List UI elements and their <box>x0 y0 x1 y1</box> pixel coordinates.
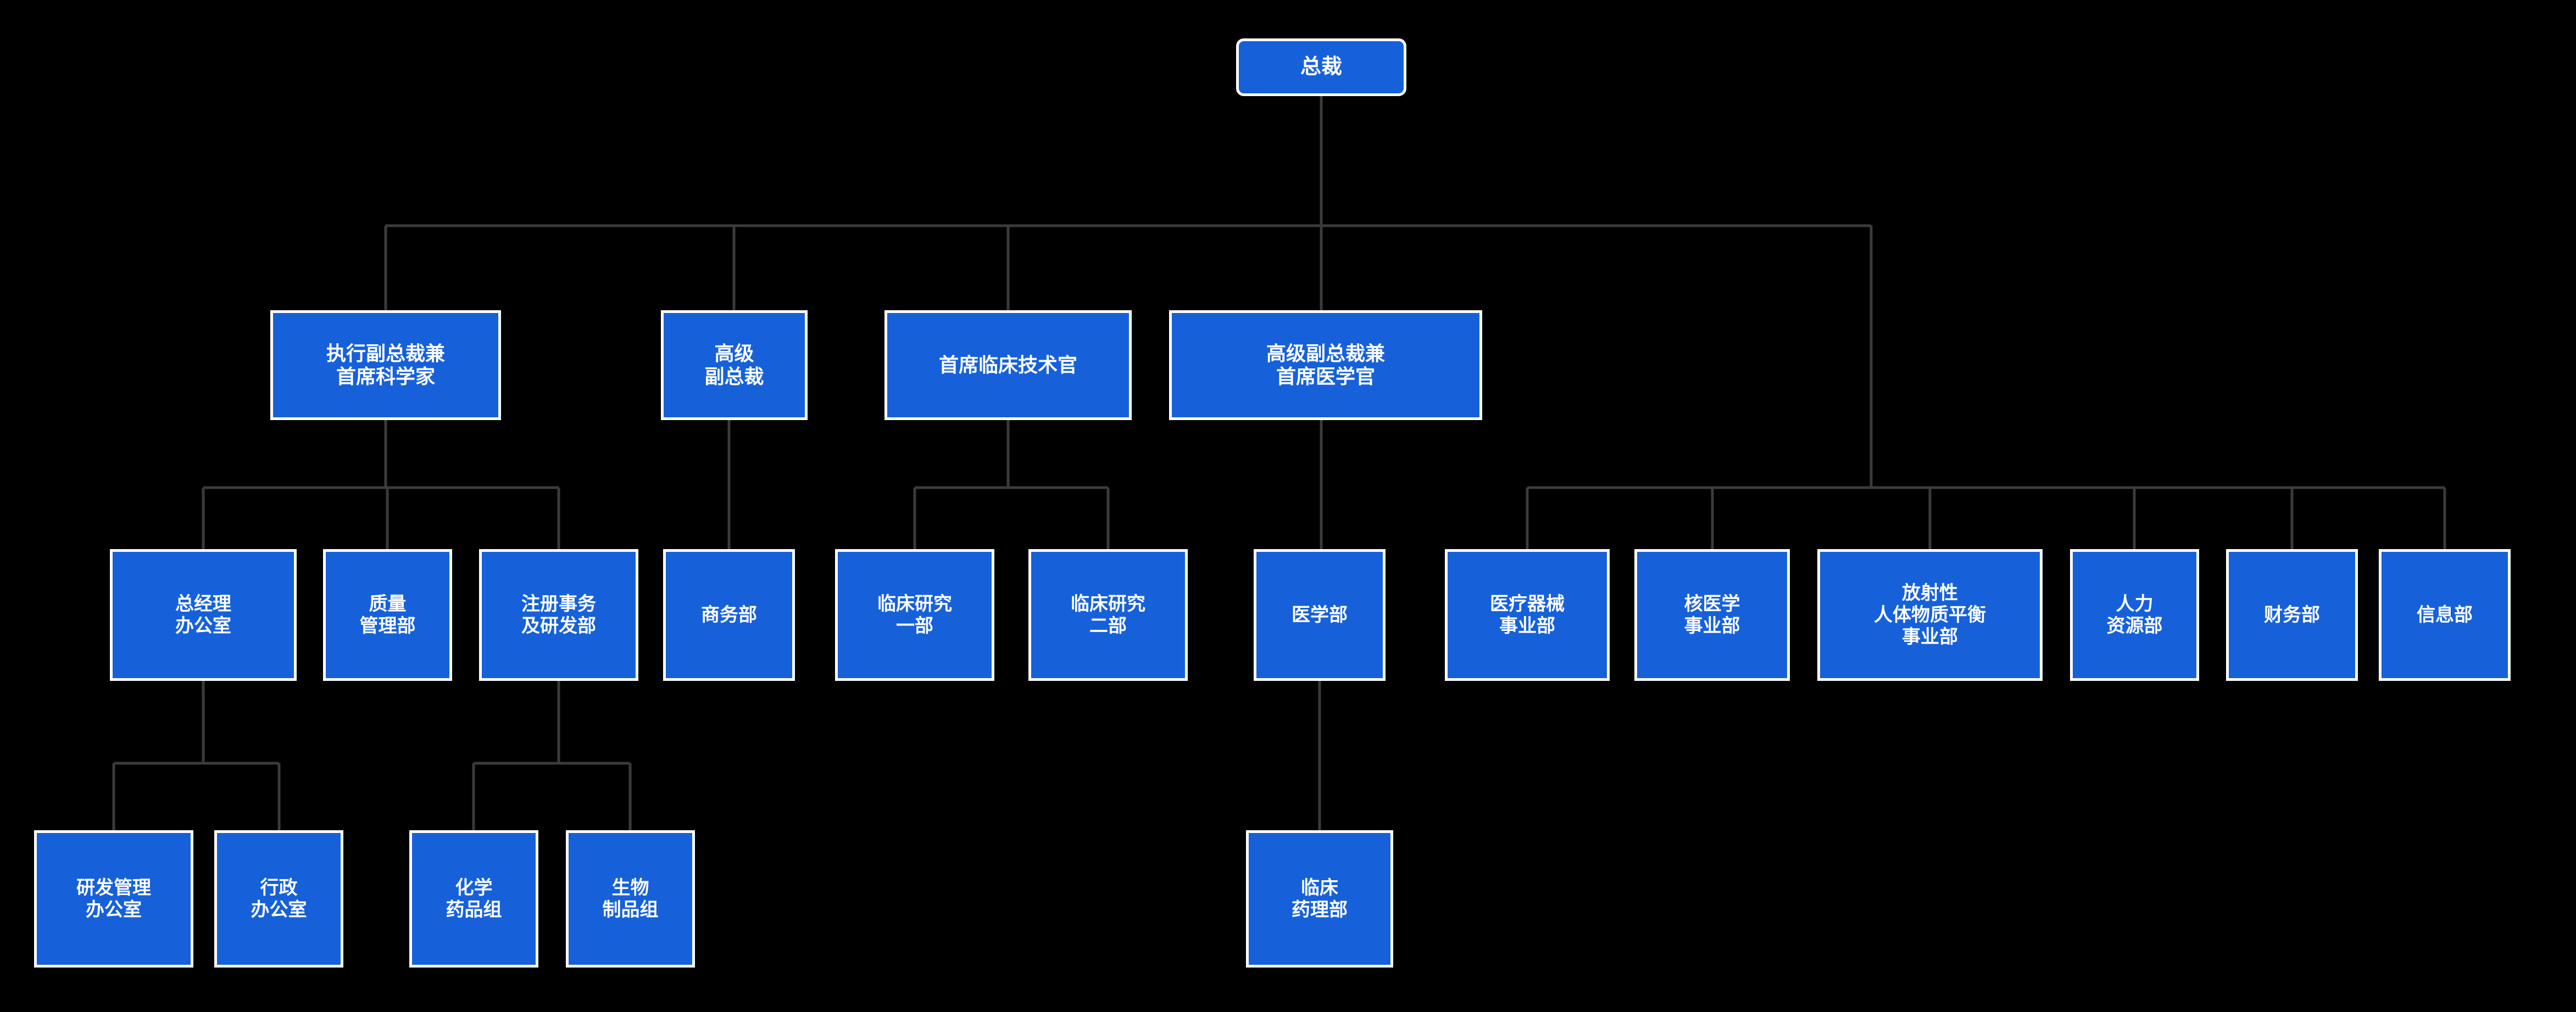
node-senior-vp[interactable]: 高级 副总裁 <box>661 310 808 420</box>
node-label: 人力 资源部 <box>2106 593 2163 636</box>
node-label: 财务部 <box>2264 604 2320 625</box>
node-label: 商务部 <box>701 604 757 625</box>
node-label: 执行副总裁兼 首席科学家 <box>326 342 445 388</box>
node-business-dept[interactable]: 商务部 <box>663 549 795 681</box>
node-label: 临床 药理部 <box>1292 877 1348 920</box>
node-nuclear-medicine-division[interactable]: 核医学 事业部 <box>1634 549 1790 681</box>
node-president[interactable]: 总裁 <box>1236 38 1406 96</box>
node-label: 首席临床技术官 <box>938 353 1077 376</box>
node-label: 研发管理 办公室 <box>76 877 151 920</box>
node-medical-device-division[interactable]: 医疗器械 事业部 <box>1445 549 1610 681</box>
node-label: 临床研究 二部 <box>1071 593 1145 636</box>
node-rd-management-office[interactable]: 研发管理 办公室 <box>34 830 193 968</box>
node-chemical-drug-group[interactable]: 化学 药品组 <box>409 830 538 968</box>
node-chief-clinical-technology-officer[interactable]: 首席临床技术官 <box>884 310 1132 420</box>
node-label: 信息部 <box>2417 604 2473 625</box>
node-svp-chief-medical-officer[interactable]: 高级副总裁兼 首席医学官 <box>1169 310 1482 420</box>
node-radioactive-body-substance-balance-division[interactable]: 放射性 人体物质平衡 事业部 <box>1817 549 2043 681</box>
node-clinical-research-dept-2[interactable]: 临床研究 二部 <box>1028 549 1188 681</box>
node-label: 高级副总裁兼 首席医学官 <box>1266 342 1385 388</box>
node-evp-chief-scientist[interactable]: 执行副总裁兼 首席科学家 <box>270 310 501 420</box>
node-label: 临床研究 一部 <box>877 593 952 636</box>
node-label: 注册事务 及研发部 <box>521 593 596 636</box>
node-biological-products-group[interactable]: 生物 制品组 <box>566 830 695 968</box>
node-human-resources-dept[interactable]: 人力 资源部 <box>2070 549 2199 681</box>
node-finance-dept[interactable]: 财务部 <box>2226 549 2358 681</box>
node-clinical-pharmacology-dept[interactable]: 临床 药理部 <box>1246 830 1393 968</box>
node-label: 高级 副总裁 <box>704 342 764 388</box>
node-label: 放射性 人体物质平衡 事业部 <box>1874 582 1986 648</box>
node-label: 核医学 事业部 <box>1684 593 1740 636</box>
node-medical-affairs-dept[interactable]: 医学部 <box>1254 549 1386 681</box>
node-label: 行政 办公室 <box>251 877 307 920</box>
node-information-dept[interactable]: 信息部 <box>2379 549 2511 681</box>
node-administration-office[interactable]: 行政 办公室 <box>214 830 343 968</box>
node-label: 化学 药品组 <box>446 877 502 920</box>
node-general-manager-office[interactable]: 总经理 办公室 <box>110 549 297 681</box>
node-label: 总经理 办公室 <box>175 593 231 636</box>
node-label: 总裁 <box>1300 55 1342 79</box>
node-regulatory-affairs-rd-dept[interactable]: 注册事务 及研发部 <box>479 549 638 681</box>
node-label: 医学部 <box>1292 604 1348 625</box>
node-clinical-research-dept-1[interactable]: 临床研究 一部 <box>835 549 994 681</box>
node-label: 生物 制品组 <box>602 877 659 920</box>
node-label: 医疗器械 事业部 <box>1490 593 1565 636</box>
node-label: 质量 管理部 <box>359 593 416 636</box>
node-quality-management-dept[interactable]: 质量 管理部 <box>323 549 452 681</box>
